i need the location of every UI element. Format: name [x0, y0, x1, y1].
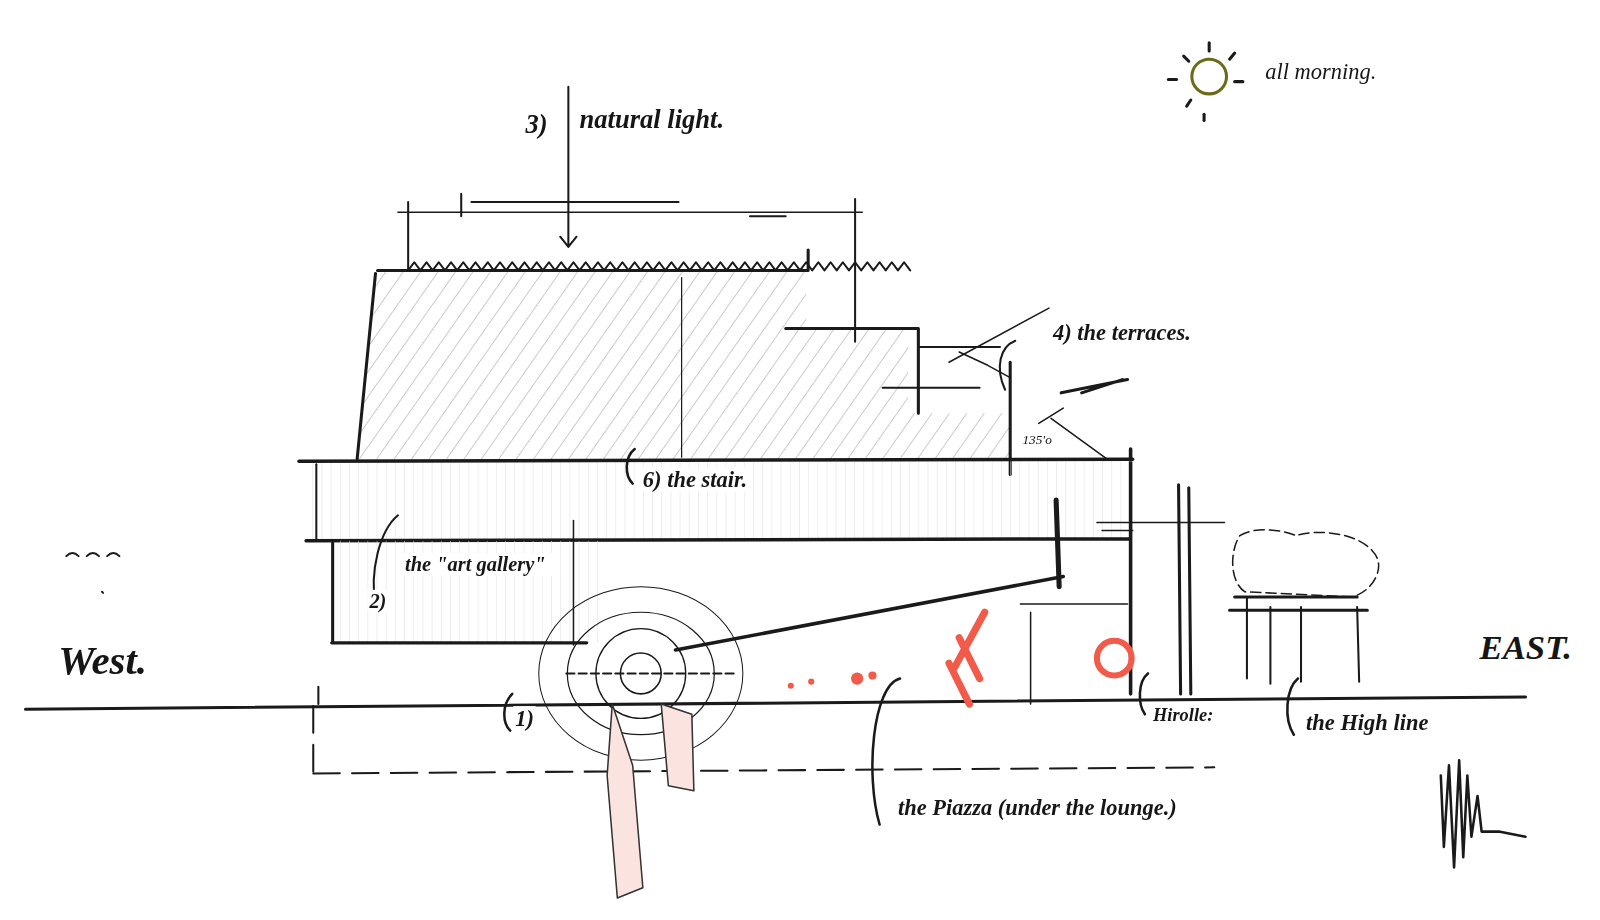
sketch-annotation: all morning. — [1263, 59, 1378, 84]
sketch-annotation: the High line — [1304, 710, 1430, 735]
sketch-annotation: 4) the terraces. — [1051, 320, 1193, 345]
sketch-annotation: Hirolle: — [1151, 706, 1215, 726]
sketch-annotation: 1) — [513, 706, 536, 731]
sketch-annotation: the "art gallery" — [403, 553, 560, 575]
sketch-annotation: 2) — [367, 590, 388, 612]
orientation-label: EAST. — [1478, 629, 1574, 667]
sketch-annotation: 135'o — [1020, 433, 1053, 448]
sketch-annotation: the Piazza (under the lounge.) — [896, 796, 1179, 821]
sketch-annotation: natural light. — [578, 105, 727, 134]
sketch-annotation: 3) — [523, 110, 549, 139]
orientation-label: West. — [56, 639, 149, 684]
sketch-annotation: 6) the stair. — [641, 467, 749, 492]
